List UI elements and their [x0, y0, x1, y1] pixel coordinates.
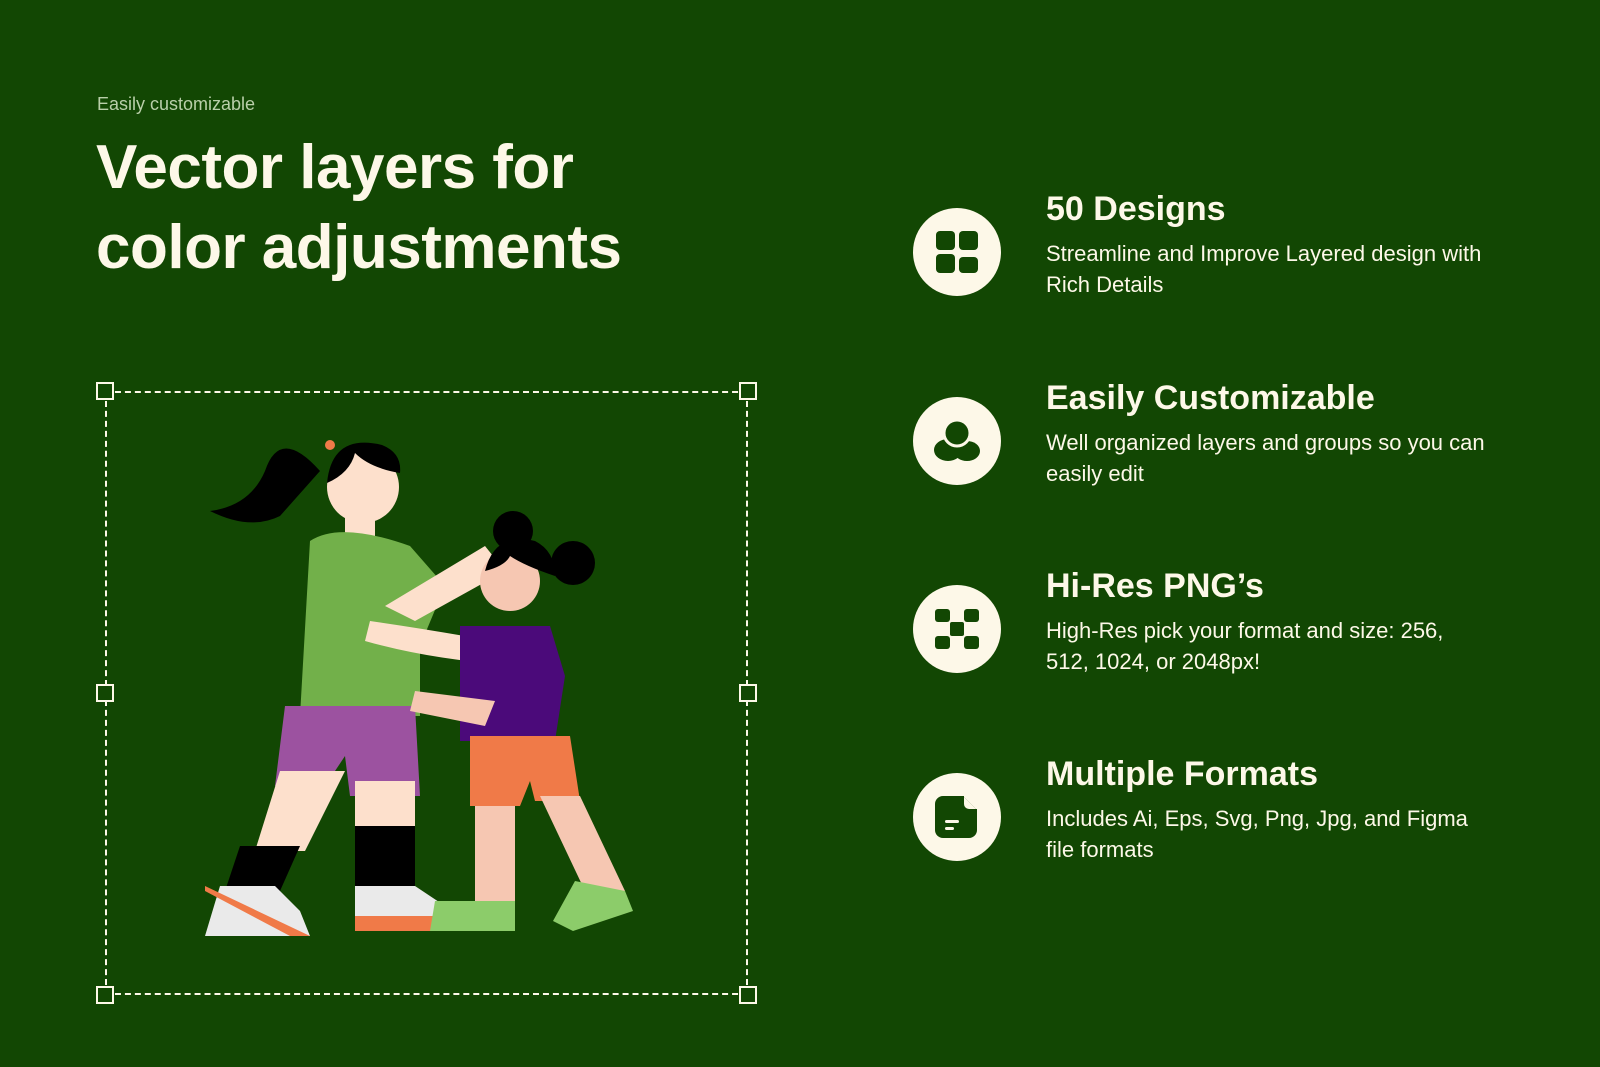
feature-easily-customizable: Easily Customizable Well organized layer…: [913, 379, 1513, 507]
feature-title: Hi-Res PNG’s: [1046, 567, 1264, 605]
resize-handle-bottom-right[interactable]: [739, 986, 757, 1004]
feature-title: 50 Designs: [1046, 190, 1226, 228]
grid-icon: [913, 208, 1001, 296]
feature-title: Multiple Formats: [1046, 755, 1319, 793]
blend-circles-icon: [913, 397, 1001, 485]
selection-box[interactable]: [105, 391, 748, 995]
title-line-1: Vector layers for: [96, 133, 574, 202]
feature-description: High-Res pick your format and size: 256,…: [1046, 618, 1444, 674]
title-line-2: color adjustments: [96, 213, 622, 282]
feature-description: Well organized layers and groups so you …: [1046, 430, 1485, 486]
checker-icon: [913, 585, 1001, 673]
page-title: Vector layers for color adjustments: [96, 128, 622, 288]
resize-handle-bottom-left[interactable]: [96, 986, 114, 1004]
resize-handle-middle-right[interactable]: [739, 684, 757, 702]
feature-description: Streamline and Improve Layered design wi…: [1046, 241, 1482, 297]
feature-hi-res-png: Hi-Res PNG’s High-Res pick your format a…: [913, 567, 1513, 695]
eyebrow-text: Easily customizable: [97, 94, 256, 114]
file-icon: [913, 773, 1001, 861]
feature-multiple-formats: Multiple Formats Includes Ai, Eps, Svg, …: [913, 755, 1513, 883]
feature-50-designs: 50 Designs Streamline and Improve Layere…: [913, 190, 1513, 318]
hugging-illustration: [205, 440, 633, 936]
feature-description: Includes Ai, Eps, Svg, Png, Jpg, and Fig…: [1046, 806, 1468, 862]
resize-handle-top-right[interactable]: [739, 382, 757, 400]
resize-handle-top-left[interactable]: [96, 382, 114, 400]
feature-title: Easily Customizable: [1046, 379, 1375, 417]
resize-handle-middle-left[interactable]: [96, 684, 114, 702]
